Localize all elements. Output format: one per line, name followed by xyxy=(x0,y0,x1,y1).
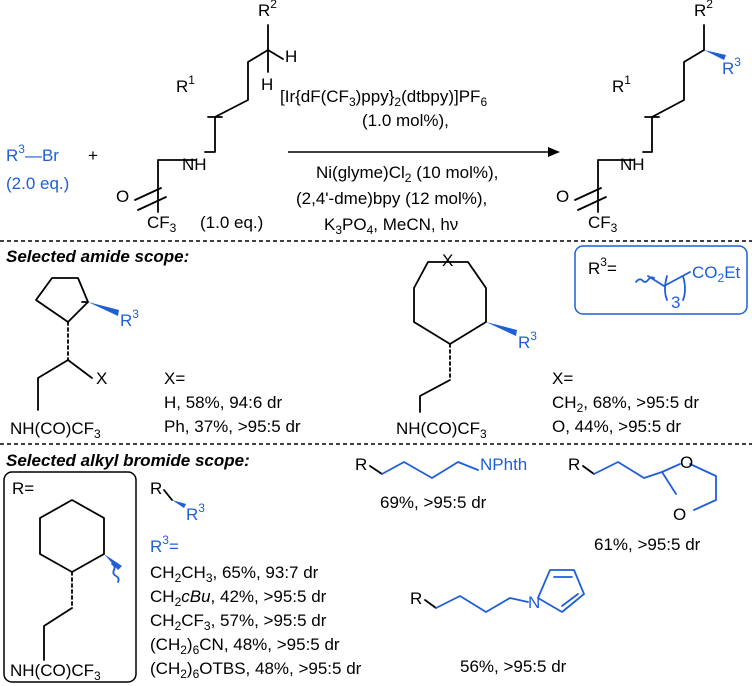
h-atom-2: H xyxy=(261,75,273,94)
starting-amide-structure xyxy=(134,24,284,213)
bromide-entry-2: CH2cBu, 42%, >95:5 dr xyxy=(150,587,327,609)
r-definition-box xyxy=(3,471,137,683)
repeat-count: 3 xyxy=(671,293,680,312)
condition-nickel: Ni(glyme)Cl2 (10 mol%), xyxy=(316,163,498,185)
cyclopentane-amide: NH(CO)CF3 xyxy=(10,419,101,441)
cyclopentane-wedge xyxy=(88,302,119,316)
ethyl-ester: CO2Et xyxy=(692,263,741,285)
generic-r3-label: R3 xyxy=(186,501,205,524)
bromide-label: R3—Br xyxy=(6,142,59,165)
condition-photocatalyst: [Ir{dF(CF3)ppy}2(dtbpy)]PF6 xyxy=(280,87,487,109)
bromide-entry-5: (CH2)6OTBS, 48%, >95:5 dr xyxy=(150,659,362,681)
cyclopentane-entry-2: Ph, 37%, >95:5 dr xyxy=(164,417,301,436)
amide-equivalents: (1.0 eq.) xyxy=(200,213,263,232)
r-definition-label: R= xyxy=(12,479,34,498)
cyclopentane-x-label: X xyxy=(96,369,107,388)
cyclopentane-r3-label: R3 xyxy=(120,307,139,330)
nphth-chain xyxy=(381,461,479,479)
pyrrole-chain xyxy=(435,595,529,613)
bromide-scope-heading: Selected alkyl bromide scope: xyxy=(6,451,250,470)
product-structure xyxy=(574,24,726,213)
r3-definition-chain xyxy=(635,271,691,301)
dioxolane-r-label: R xyxy=(568,455,580,474)
generic-r-label: R xyxy=(150,479,162,498)
dioxolane-chain xyxy=(593,461,663,479)
product-r3-label: R3 xyxy=(722,55,741,78)
product-carbonyl-oxygen: O xyxy=(556,187,569,206)
pyran-wedge xyxy=(486,322,517,336)
cyclopentane-entry-1: H, 58%, 94:6 dr xyxy=(164,393,282,412)
r-definition-amide: NH(CO)CF3 xyxy=(10,661,101,683)
pyran-amide: NH(CO)CF3 xyxy=(396,419,487,441)
condition-photocatalyst-loading: (1.0 mol%), xyxy=(362,111,449,130)
pyran-entry-2: O, 44%, >95:5 dr xyxy=(552,417,681,436)
pyran-r3-label: R3 xyxy=(518,329,537,352)
reaction-arrow xyxy=(288,147,560,157)
cyclohexane-wedge xyxy=(104,554,122,570)
cyclopentane-x-equals: X= xyxy=(164,369,185,388)
nphth-r-label: R xyxy=(355,455,367,474)
condition-ligand: (2,4'-dme)bpy (12 mol%), xyxy=(296,189,487,208)
dioxolane-bond-black xyxy=(582,465,595,475)
plus-sign: + xyxy=(88,146,98,165)
r2-label: R2 xyxy=(258,0,277,20)
amide-scope-heading: Selected amide scope: xyxy=(6,247,189,266)
condition-base-solvent-light: K3PO4, MeCN, hν xyxy=(324,215,458,237)
bromide-entry-1: CH2CH3, 65%, 93:7 dr xyxy=(150,563,319,585)
r3-definition-box xyxy=(574,245,748,315)
bromide-entry-4: (CH2)6CN, 48%, >95:5 dr xyxy=(150,635,340,657)
bromide-equivalents: (2.0 eq.) xyxy=(6,174,69,193)
h-atom-1: H xyxy=(285,47,297,66)
r3-definition-label: R3= xyxy=(588,255,617,278)
product-amide-nh: NH xyxy=(620,155,645,174)
r1-label: R1 xyxy=(176,73,195,96)
pyran-entry-1: CH2, 68%, >95:5 dr xyxy=(552,393,699,415)
cyclohexane-structure xyxy=(39,499,105,661)
amide-nh: NH xyxy=(182,155,207,174)
bromide-entry-3: CH2CF3, 57%, >95:5 dr xyxy=(150,611,327,633)
pyrrole-bond-black xyxy=(424,599,437,609)
attachment-squiggle xyxy=(111,563,120,583)
pyrrole-ring xyxy=(537,569,585,613)
dioxolane-yield: 61%, >95:5 dr xyxy=(594,535,701,554)
pyrrole-yield: 56%, >95:5 dr xyxy=(460,657,567,676)
product-r1-label: R1 xyxy=(612,73,631,96)
product-r2-label: R2 xyxy=(694,0,713,20)
generic-bond-black xyxy=(163,489,173,501)
nphth-bond-black xyxy=(369,465,383,475)
generic-bond-wedge xyxy=(172,500,186,508)
product-trifluoromethyl: CF3 xyxy=(588,213,618,235)
nphth-group: NPhth xyxy=(480,455,527,474)
pyran-structure xyxy=(413,261,487,413)
nphth-yield: 69%, >95:5 dr xyxy=(380,493,487,512)
dioxolane-oxygen-2: O xyxy=(673,505,686,524)
trifluoromethyl: CF3 xyxy=(147,213,177,235)
pyrrole-r-label: R xyxy=(410,589,422,608)
pyran-x-label: X xyxy=(442,251,453,270)
cyclopentane-structure xyxy=(35,277,93,411)
carbonyl-oxygen: O xyxy=(116,187,129,206)
pyran-x-equals: X= xyxy=(552,369,573,388)
dioxolane-oxygen-1: O xyxy=(680,453,693,472)
r3-equals-label: R3= xyxy=(150,533,179,556)
pyrrole-nitrogen: N xyxy=(528,593,540,612)
dioxolane-ring xyxy=(661,463,717,511)
